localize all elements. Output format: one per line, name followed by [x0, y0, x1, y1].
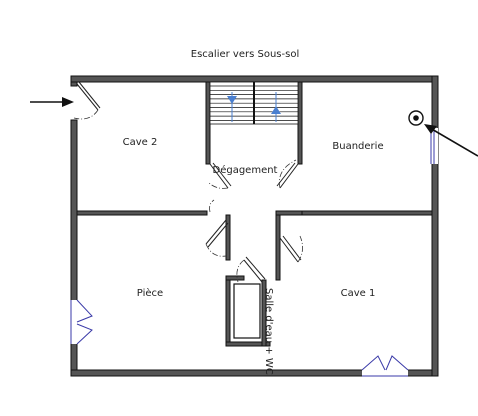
wall-sde-right — [261, 279, 267, 347]
top-wall — [70, 75, 439, 83]
wall-sde-top — [225, 275, 245, 281]
stair-right-wall — [297, 81, 303, 165]
room-label-salle-eau: Salle d'eau + WC — [263, 288, 274, 375]
door-piece-leaf — [205, 219, 227, 245]
window-cave1-gap — [362, 369, 408, 377]
door-cave1-swing — [297, 235, 303, 263]
door-piece-swing-2 — [209, 199, 215, 213]
door-sde-leaf — [243, 259, 263, 283]
room-label-cave1: Cave 1 — [341, 288, 376, 299]
wall-deg-right — [275, 214, 281, 281]
door-cave1-leaf-2 — [282, 235, 302, 261]
wall-sde-left — [225, 275, 231, 347]
left-wall — [70, 119, 78, 371]
arrow-right-icon — [30, 97, 74, 107]
entry-door-leaf — [76, 83, 99, 111]
plan-title: Escalier vers Sous-sol — [191, 49, 299, 60]
door-piece-leaf-2 — [207, 222, 229, 248]
interior-walls — [76, 81, 433, 347]
stairs — [209, 81, 299, 125]
window-piece-sash — [76, 299, 93, 345]
right-wall — [431, 75, 439, 377]
wall-sde-bottom — [225, 341, 271, 347]
entry-door-leaf-2 — [78, 81, 101, 109]
entry-door-swing — [73, 109, 99, 120]
doors — [70, 81, 303, 283]
door-cave2-leaf — [209, 163, 229, 189]
stair-arrow-down-icon — [227, 96, 237, 104]
room-label-degagement: Dégagement — [213, 164, 278, 176]
entry-jamb — [70, 81, 78, 87]
outer-walls — [70, 75, 439, 377]
wall-buanderie-cave1 — [301, 210, 433, 216]
wall-deg-left — [225, 214, 231, 261]
windows — [70, 128, 438, 377]
door-buanderie-swing — [278, 159, 297, 189]
room-label-cave2: Cave 2 — [123, 137, 158, 148]
sde-inner — [233, 283, 261, 339]
door-sde-swing — [236, 259, 245, 283]
room-label-piece: Pièce — [137, 287, 163, 299]
door-buanderie-leaf — [279, 163, 299, 189]
wall-cave2-piece — [76, 210, 208, 216]
door-cave1-leaf — [279, 237, 299, 263]
window-cave1-sash — [361, 355, 409, 371]
stair-arrow-up-icon — [271, 106, 281, 114]
door-cave2-swing — [207, 181, 229, 189]
wall-stub-right — [275, 210, 303, 216]
door-cave2-leaf-2 — [212, 162, 232, 187]
water-inlet-icon — [408, 110, 424, 126]
stair-left-wall — [205, 81, 211, 165]
door-buanderie-leaf-2 — [276, 162, 296, 187]
door-sde-leaf-2 — [245, 256, 266, 280]
room-label-buanderie: Buanderie — [332, 141, 383, 152]
door-piece-swing — [205, 243, 227, 257]
arrow-upleft-icon — [424, 124, 478, 157]
window-piece-gap — [70, 300, 78, 344]
